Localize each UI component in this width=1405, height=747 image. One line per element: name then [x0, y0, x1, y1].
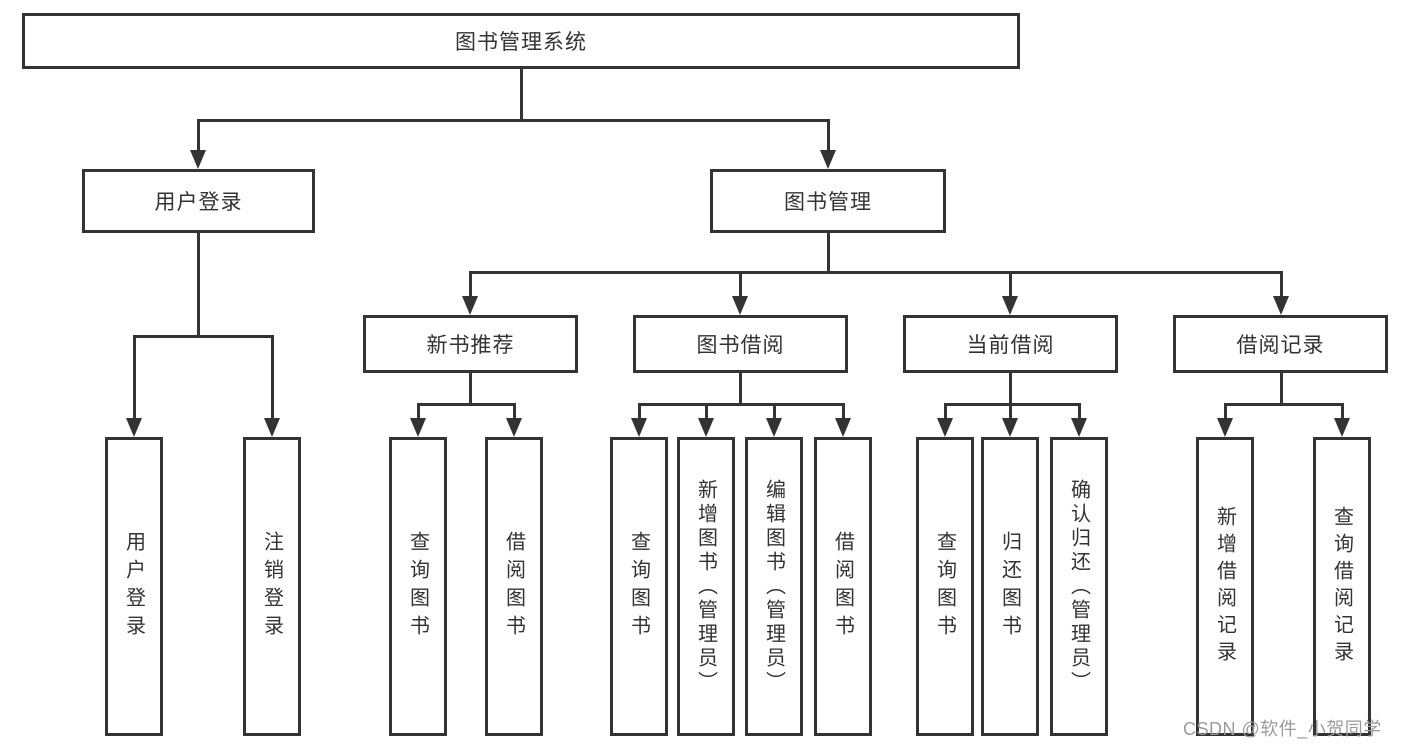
leaf-newbook-borrow-books: 借阅图书 — [485, 437, 543, 736]
connector-management-stem — [827, 233, 830, 274]
connector-newbook-bus — [418, 403, 516, 406]
node-user-login-label: 用户登录 — [154, 191, 243, 214]
leaf-current-confirm-return-admin: 确认归还（管理员） — [1050, 437, 1108, 736]
node-borrow-records-label: 借阅记录 — [1236, 334, 1325, 357]
connector-current-bus — [945, 403, 1081, 406]
connector-level3-bus — [470, 271, 1283, 274]
arrow-to-book-borrow — [732, 271, 748, 315]
arrow-current-return — [1002, 403, 1018, 437]
leaf-records-query-record-label: 查询借阅记录 — [1330, 505, 1353, 668]
leaf-user-login: 用户登录 — [105, 437, 163, 736]
leaf-current-confirm-return-admin-label: 确认归还（管理员） — [1067, 478, 1090, 695]
arrow-borrow-edit — [766, 403, 782, 437]
leaf-records-add-record: 新增借阅记录 — [1196, 437, 1254, 736]
arrow-borrow-query — [631, 403, 647, 437]
connector-login-stem — [197, 233, 200, 338]
arrow-to-user-login — [190, 119, 206, 169]
leaf-borrow-query-books: 查询图书 — [610, 437, 668, 736]
node-current-borrow: 当前借阅 — [903, 315, 1118, 373]
leaf-logout: 注销登录 — [243, 437, 301, 736]
connector-records-stem — [1280, 373, 1283, 406]
node-book-management-label: 图书管理 — [784, 191, 872, 214]
leaf-borrow-borrow-books-label: 借阅图书 — [831, 530, 854, 643]
arrow-to-current-borrow — [1002, 271, 1018, 315]
node-root-system: 图书管理系统 — [22, 13, 1020, 69]
arrow-to-leaf-logout — [264, 335, 280, 437]
leaf-current-return-books-label: 归还图书 — [998, 530, 1021, 643]
node-new-book-recommend: 新书推荐 — [363, 315, 578, 373]
node-current-borrow-label: 当前借阅 — [966, 334, 1055, 357]
node-root-label: 图书管理系统 — [455, 31, 587, 54]
connector-level2-bus — [198, 119, 830, 122]
connector-borrow-stem — [739, 373, 742, 406]
leaf-newbook-borrow-books-label: 借阅图书 — [502, 530, 525, 643]
leaf-records-add-record-label: 新增借阅记录 — [1213, 505, 1236, 668]
connector-root-stem — [520, 68, 523, 122]
arrow-borrow-add — [698, 403, 714, 437]
arrow-to-borrow-records — [1273, 271, 1289, 315]
leaf-borrow-add-books-admin-label: 新增图书（管理员） — [694, 478, 717, 695]
arrow-to-book-management — [820, 119, 836, 169]
leaf-borrow-edit-books-admin-label: 编辑图书（管理员） — [762, 478, 785, 695]
leaf-current-query-books: 查询图书 — [916, 437, 974, 736]
arrow-to-leaf-login — [126, 335, 142, 437]
leaf-newbook-query-books: 查询图书 — [389, 437, 447, 736]
arrow-records-query — [1334, 403, 1350, 437]
node-user-login: 用户登录 — [82, 169, 315, 233]
leaf-borrow-borrow-books: 借阅图书 — [814, 437, 872, 736]
node-new-book-recommend-label: 新书推荐 — [426, 334, 515, 357]
arrow-to-new-book — [462, 271, 478, 315]
arrow-borrow-borrow — [835, 403, 851, 437]
arrow-newbook-query — [410, 403, 426, 437]
arrow-current-query — [937, 403, 953, 437]
connector-borrow-bus — [639, 403, 844, 406]
connector-newbook-stem — [469, 373, 472, 406]
leaf-records-query-record: 查询借阅记录 — [1313, 437, 1371, 736]
node-book-management: 图书管理 — [710, 169, 946, 233]
node-book-borrow-label: 图书借阅 — [696, 334, 785, 357]
arrow-current-confirm — [1071, 403, 1087, 437]
leaf-borrow-edit-books-admin: 编辑图书（管理员） — [745, 437, 803, 736]
connector-login-bus — [134, 335, 274, 338]
arrow-records-add — [1217, 403, 1233, 437]
leaf-borrow-add-books-admin: 新增图书（管理员） — [677, 437, 735, 736]
arrow-newbook-borrow — [506, 403, 522, 437]
leaf-current-return-books: 归还图书 — [981, 437, 1039, 736]
leaf-current-query-books-label: 查询图书 — [933, 530, 956, 643]
leaf-newbook-query-books-label: 查询图书 — [406, 530, 429, 643]
connector-current-stem — [1009, 373, 1012, 406]
connector-records-bus — [1225, 403, 1344, 406]
node-borrow-records: 借阅记录 — [1173, 315, 1388, 373]
csdn-watermark: CSDN @软件_小贺同学 — [1183, 719, 1382, 739]
leaf-borrow-query-books-label: 查询图书 — [627, 530, 650, 643]
leaf-logout-label: 注销登录 — [260, 530, 283, 643]
leaf-user-login-label: 用户登录 — [122, 530, 145, 643]
node-book-borrow: 图书借阅 — [633, 315, 848, 373]
